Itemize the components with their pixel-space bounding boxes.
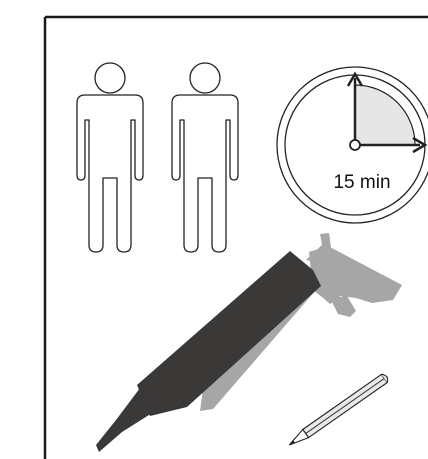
person-icon — [172, 63, 238, 252]
timer-icon: 15 min — [277, 67, 428, 223]
pencil-icon — [286, 373, 389, 449]
person-icon — [77, 63, 143, 252]
timer-label: 15 min — [333, 172, 390, 193]
caulking-gun-icon — [96, 233, 402, 452]
